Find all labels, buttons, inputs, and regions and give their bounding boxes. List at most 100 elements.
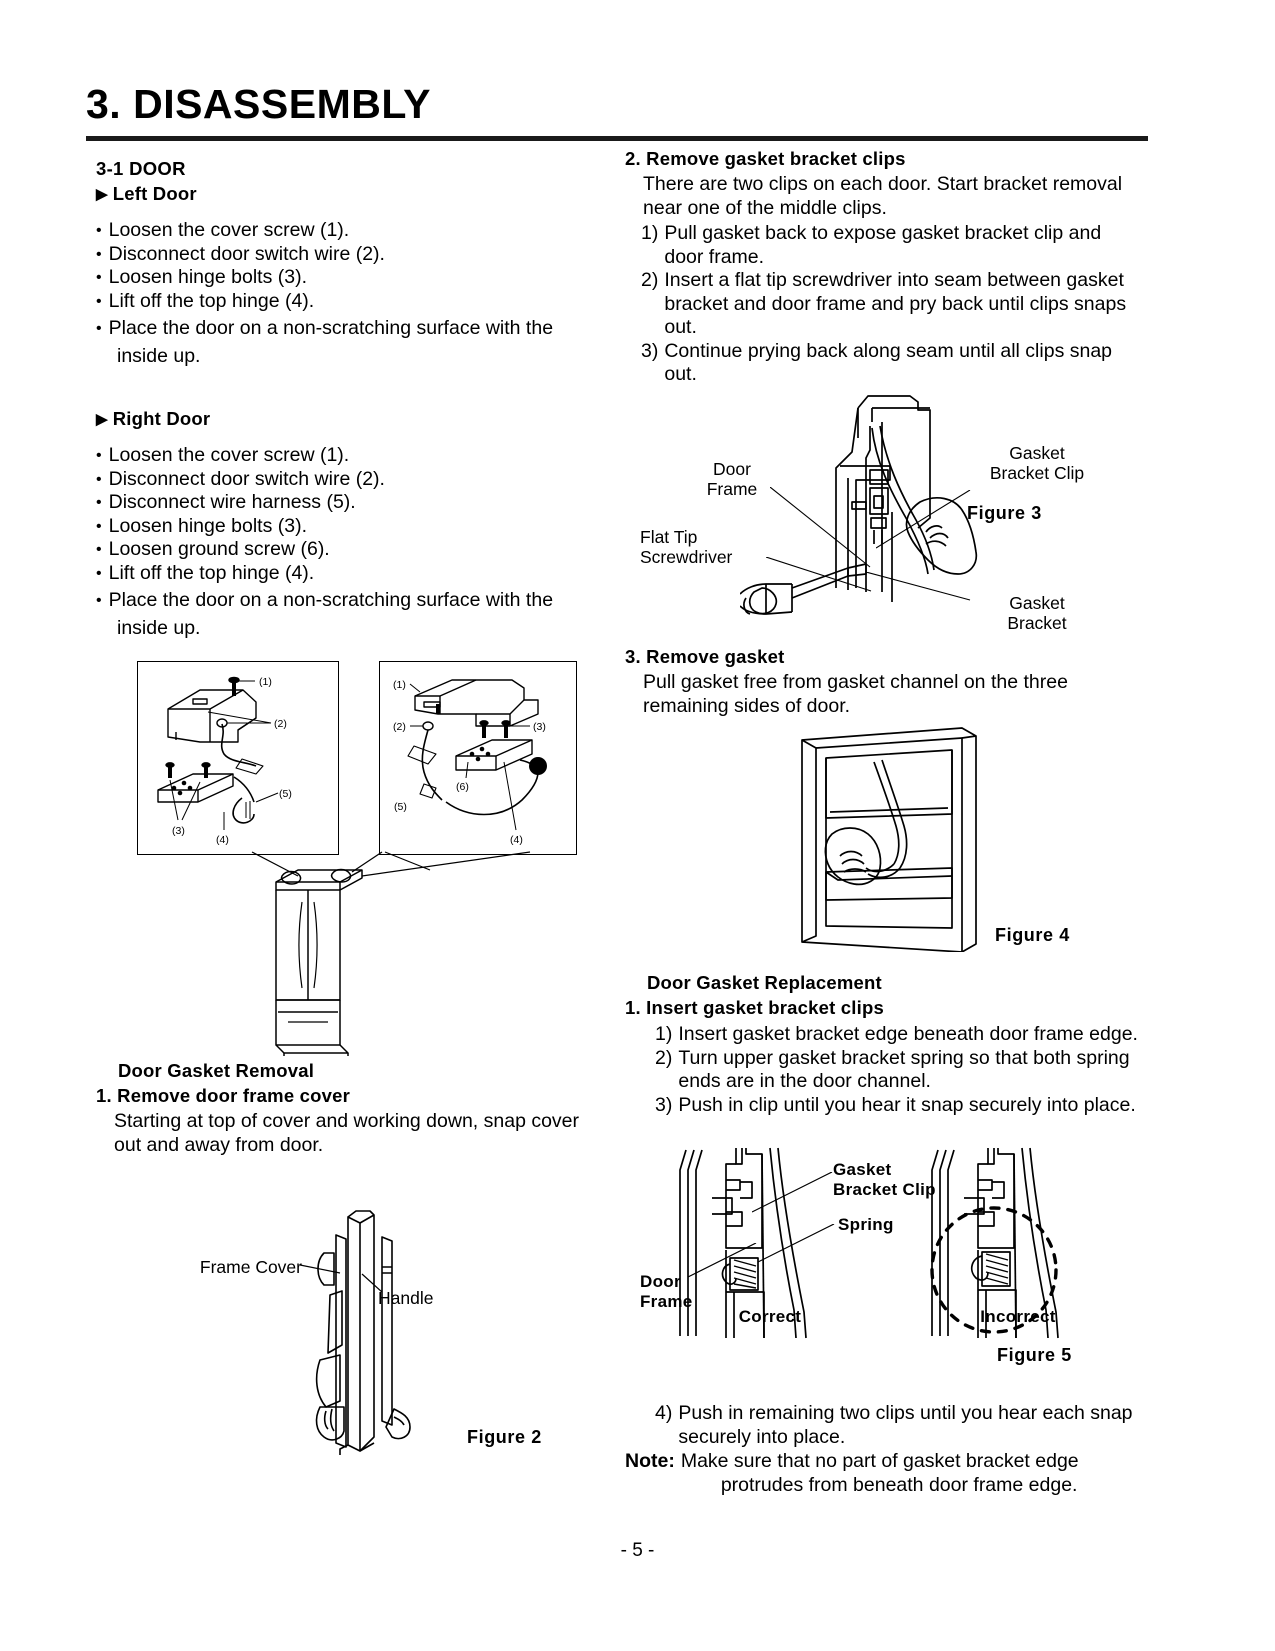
door-frame-label-line2: Frame bbox=[706, 479, 758, 499]
substep-number: 2) bbox=[641, 269, 659, 291]
step3-heading: 3. Remove gasket bbox=[625, 646, 785, 667]
substep-line: securely into place. bbox=[678, 1425, 846, 1448]
step2-heading: 2. Remove gasket bracket clips bbox=[625, 148, 906, 169]
callout-3-right: (3) bbox=[533, 721, 546, 733]
step3-body-line2: remaining sides of door. bbox=[643, 694, 851, 717]
substep-line: ends are in the door channel. bbox=[678, 1070, 931, 1092]
final-step4: 4) Push in remaining two clips until you… bbox=[625, 1402, 1155, 1449]
step2-substep-1: 1) Pull gasket back to expose gasket bra… bbox=[625, 222, 1155, 269]
flat-tip-label-line1: Flat Tip bbox=[640, 527, 698, 547]
page-title: 3. DISASSEMBLY bbox=[86, 81, 431, 127]
right-door-heading-label: Right Door bbox=[112, 408, 211, 429]
figure3-leader-gasket-bracket-clip bbox=[876, 490, 971, 549]
substep-number: 1) bbox=[655, 1023, 673, 1045]
gasket-bracket-clip-label-line1: Gasket bbox=[833, 1160, 892, 1179]
figure2-callout-handle: Handle bbox=[378, 1288, 468, 1308]
callout-2-left: (2) bbox=[274, 718, 287, 730]
title-divider bbox=[86, 136, 1148, 141]
gasket-bracket-clip-label-line2: Bracket Clip bbox=[989, 463, 1085, 483]
triangle-marker-icon: ▶ bbox=[96, 410, 108, 428]
figure5-leader-clip bbox=[752, 1172, 833, 1213]
substep-number: 2) bbox=[655, 1046, 673, 1069]
list-item: •Loosen hinge bolts (3). bbox=[96, 266, 606, 290]
section-heading-door: 3-1 DOOR bbox=[96, 158, 186, 179]
step-text: Lift off the top hinge (4). bbox=[108, 289, 315, 312]
substep-line: bracket and door frame and pry back unti… bbox=[664, 292, 1127, 315]
right-door-step-list: • Loosen the cover screw (1). • Disconnect… bbox=[96, 444, 606, 613]
step-text: Disconnect wire harness (5). bbox=[108, 491, 356, 513]
correct-label: Correct bbox=[738, 1307, 802, 1326]
list-item: •Place the door on a non-scratching surf… bbox=[96, 317, 606, 341]
bullet-icon: • bbox=[96, 222, 102, 239]
substep-text: Turn upper gasket bracket spring so that… bbox=[678, 1047, 1155, 1094]
substep-number: 3) bbox=[641, 339, 659, 362]
list-item: • Loosen hinge bolts (3). bbox=[96, 515, 606, 539]
bullet-icon: • bbox=[96, 592, 102, 609]
left-column: 3-1 DOOR ▶ Left Door • Loosen the cover s… bbox=[96, 158, 606, 640]
right-door-step-continuation: inside up. bbox=[117, 616, 201, 639]
replacement-substep-1: 1) Insert gasket bracket edge beneath do… bbox=[625, 1023, 1155, 1047]
door-frame-label-line1: Door bbox=[640, 1272, 681, 1291]
substep-line: Continue prying back along seam until al… bbox=[664, 339, 1113, 362]
callout-5-right: (5) bbox=[394, 801, 407, 813]
substep-line: out. bbox=[664, 316, 697, 338]
step-text: Place the door on a non-scratching surfa… bbox=[108, 317, 554, 339]
replacement-substep-2: 2) Turn upper gasket bracket spring so t… bbox=[625, 1047, 1155, 1094]
figure3-leader-door-frame bbox=[770, 487, 871, 568]
note-label: Note: bbox=[625, 1450, 675, 1472]
bullet-icon: • bbox=[96, 541, 102, 558]
step3-body-line1: Pull gasket free from gasket channel on … bbox=[643, 671, 1068, 693]
figure5-label: Figure 5 bbox=[997, 1345, 1072, 1365]
callout-3-left: (3) bbox=[172, 825, 185, 837]
page-number: - 5 - bbox=[620, 1540, 655, 1561]
list-item: •Place the door on a non-scratching surf… bbox=[96, 589, 606, 613]
exploded-diagram-right-door: (1) (2) (3) (6) (5) (4) bbox=[379, 661, 577, 855]
figure3-callout-flat-tip-screwdriver: Flat Tip Screwdriver bbox=[640, 527, 770, 567]
figure5-incorrect-illustration bbox=[930, 1140, 1070, 1340]
refrigerator-illustration bbox=[258, 860, 378, 1060]
bullet-icon: • bbox=[96, 517, 102, 535]
figure3-callout-door-frame: Door Frame bbox=[686, 459, 778, 499]
flat-tip-label-line2: Screwdriver bbox=[640, 547, 733, 567]
figure3-leader-gasket-bracket bbox=[866, 572, 971, 601]
bullet-icon: • bbox=[96, 470, 102, 488]
step-text: Loosen the cover screw (1). bbox=[108, 444, 350, 466]
bullet-icon: • bbox=[96, 292, 102, 310]
bullet-icon: • bbox=[96, 447, 102, 464]
list-item: • Lift off the top hinge (4). bbox=[96, 290, 606, 314]
figure2-leader-frame-cover bbox=[300, 1264, 341, 1274]
substep-text: Push in remaining two clips until you he… bbox=[678, 1402, 1155, 1449]
gasket-bracket-clip-label-line2: Bracket Clip bbox=[833, 1180, 936, 1199]
replacement-step1-heading: 1. Insert gasket bracket clips bbox=[625, 997, 884, 1018]
substep-text: Insert a flat tip screwdriver into seam … bbox=[664, 269, 1155, 340]
gasket-bracket-clip-label-line1: Gasket bbox=[1009, 443, 1065, 463]
figure3-leader-flat-tip bbox=[766, 557, 872, 592]
door-frame-label-line1: Door bbox=[713, 459, 751, 479]
step-text: Loosen ground screw (6). bbox=[108, 538, 330, 560]
gasket-bracket-label-line1: Gasket bbox=[1009, 593, 1065, 613]
substep-number: 1) bbox=[641, 222, 659, 244]
left-door-step-list: •Loosen the cover screw (1). •Disconnect… bbox=[96, 219, 606, 341]
figure2-callout-frame-cover: Frame Cover bbox=[192, 1257, 302, 1277]
gasket-removal-step1-line2: out and away from door. bbox=[114, 1133, 324, 1156]
exploded-diagram-left-door: (1) (2) (5) (3) (4) bbox=[137, 661, 339, 855]
subsection-left-door: ▶ Left Door bbox=[96, 183, 606, 205]
list-item: •Disconnect door switch wire (2). bbox=[96, 243, 606, 267]
incorrect-label: Incorrect bbox=[980, 1307, 1056, 1326]
right-column: 2. Remove gasket bracket clips There are… bbox=[625, 148, 1155, 387]
figure5-leader-spring bbox=[758, 1224, 835, 1263]
figure3-callout-gasket-bracket-clip: Gasket Bracket Clip bbox=[962, 443, 1112, 483]
substep-number: 4) bbox=[655, 1402, 673, 1424]
figure5-callout-door-frame: Door Frame bbox=[640, 1272, 720, 1312]
bullet-icon: • bbox=[96, 269, 102, 286]
step-text: Loosen hinge bolts (3). bbox=[108, 514, 307, 537]
handle-label: Handle bbox=[378, 1288, 434, 1308]
note-block: Note: Make sure that no part of gasket b… bbox=[625, 1450, 1155, 1497]
figure2-leader-handle bbox=[361, 1273, 383, 1293]
step-text: Disconnect door switch wire (2). bbox=[108, 467, 385, 490]
callout-2-right: (2) bbox=[393, 721, 406, 733]
figure5-callout-spring: Spring bbox=[838, 1215, 948, 1235]
gasket-removal-block: Door Gasket Removal 1. Remove door frame… bbox=[96, 1060, 606, 1157]
replacement-substep-3: 3) Push in clip until you hear it snap s… bbox=[625, 1094, 1155, 1118]
callout-4-left: (4) bbox=[216, 834, 229, 846]
